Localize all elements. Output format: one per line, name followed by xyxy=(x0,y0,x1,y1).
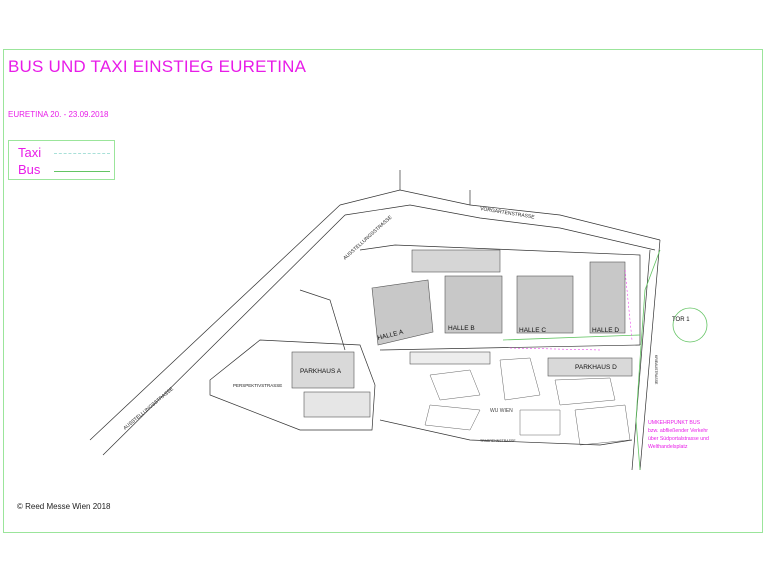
vorgartenstrasse-inner-edge xyxy=(344,204,656,251)
wu-wien-label: WU WIEN xyxy=(490,408,513,414)
umkehr-line-4: Welthandelsplatz xyxy=(648,444,688,450)
wu-campus-outlines xyxy=(424,357,631,446)
krieaustrasse-edge xyxy=(639,239,661,471)
street-label-ausstellung-north: AUSSTELLUNGSSTRASSE xyxy=(342,214,394,261)
street-label-trabrenn: TRABRENNSTRASSE xyxy=(480,439,516,443)
parkhaus-a-deck xyxy=(303,391,371,418)
halle-c-building xyxy=(516,275,574,334)
bus-route-halls xyxy=(502,334,641,341)
halle-c-label: HALLE C xyxy=(519,327,546,334)
legend-bus-line xyxy=(54,171,110,172)
street-label-perspektiv: PERSPEKTIVSTRASSE xyxy=(233,383,282,388)
street-label-krieau: KRIEAUSTRASSE xyxy=(654,355,658,385)
legend-bus-label: Bus xyxy=(18,162,41,177)
internal-road xyxy=(299,289,346,351)
parkhaus-a-label: PARKHAUS A xyxy=(300,368,342,375)
legend: Taxi Bus xyxy=(8,140,115,180)
tor-1-roundabout xyxy=(672,307,708,343)
parkhaus-d-building xyxy=(547,357,633,377)
mall-building xyxy=(411,249,501,273)
southern-road xyxy=(379,344,641,351)
congress-building xyxy=(409,351,491,365)
halle-d-building xyxy=(589,261,626,334)
bus-route-krieau xyxy=(635,249,661,471)
street-label-ausstellung-south: AUSSTELLUNGSSTRASSE xyxy=(122,386,175,432)
copyright: © Reed Messe Wien 2018 xyxy=(17,502,111,511)
parkhaus-d-label: PARKHAUS D xyxy=(575,364,617,371)
map-frame xyxy=(3,49,763,533)
legend-taxi-line xyxy=(54,153,110,154)
legend-taxi-label: Taxi xyxy=(18,145,42,160)
umkehr-line-3: über Südportalstrasse und xyxy=(648,436,709,442)
event-dates: EURETINA 20. - 23.09.2018 xyxy=(8,110,109,119)
krieaustrasse-inner-edge xyxy=(631,249,651,471)
trabrennstrasse-edge xyxy=(379,419,633,446)
halle-d-label: HALLE D xyxy=(592,327,619,334)
parkhaus-a-plot xyxy=(209,339,376,431)
umkehr-line-2: bzw. abfließender Verkehr xyxy=(648,428,708,434)
street-label-vorgarten: VORGARTENSTRASSE xyxy=(480,206,536,221)
parkhaus-a-building xyxy=(291,351,355,389)
ausstellungsstrasse-inner-edge xyxy=(102,214,346,456)
taxi-route-south xyxy=(509,347,601,351)
taxi-route-d xyxy=(624,269,633,341)
halle-b-building xyxy=(444,275,503,334)
ausstellungsstrasse-outer-edge xyxy=(89,204,341,441)
halle-a-building xyxy=(371,279,434,346)
site-perimeter xyxy=(359,244,641,345)
map-title: BUS UND TAXI EINSTIEG EURETINA xyxy=(8,57,307,76)
tor-1-label: TOR 1 xyxy=(672,317,690,323)
halle-b-label: HALLE B xyxy=(448,325,475,332)
umkehr-line-1: UMKEHRPUNKT BUS xyxy=(648,420,701,426)
